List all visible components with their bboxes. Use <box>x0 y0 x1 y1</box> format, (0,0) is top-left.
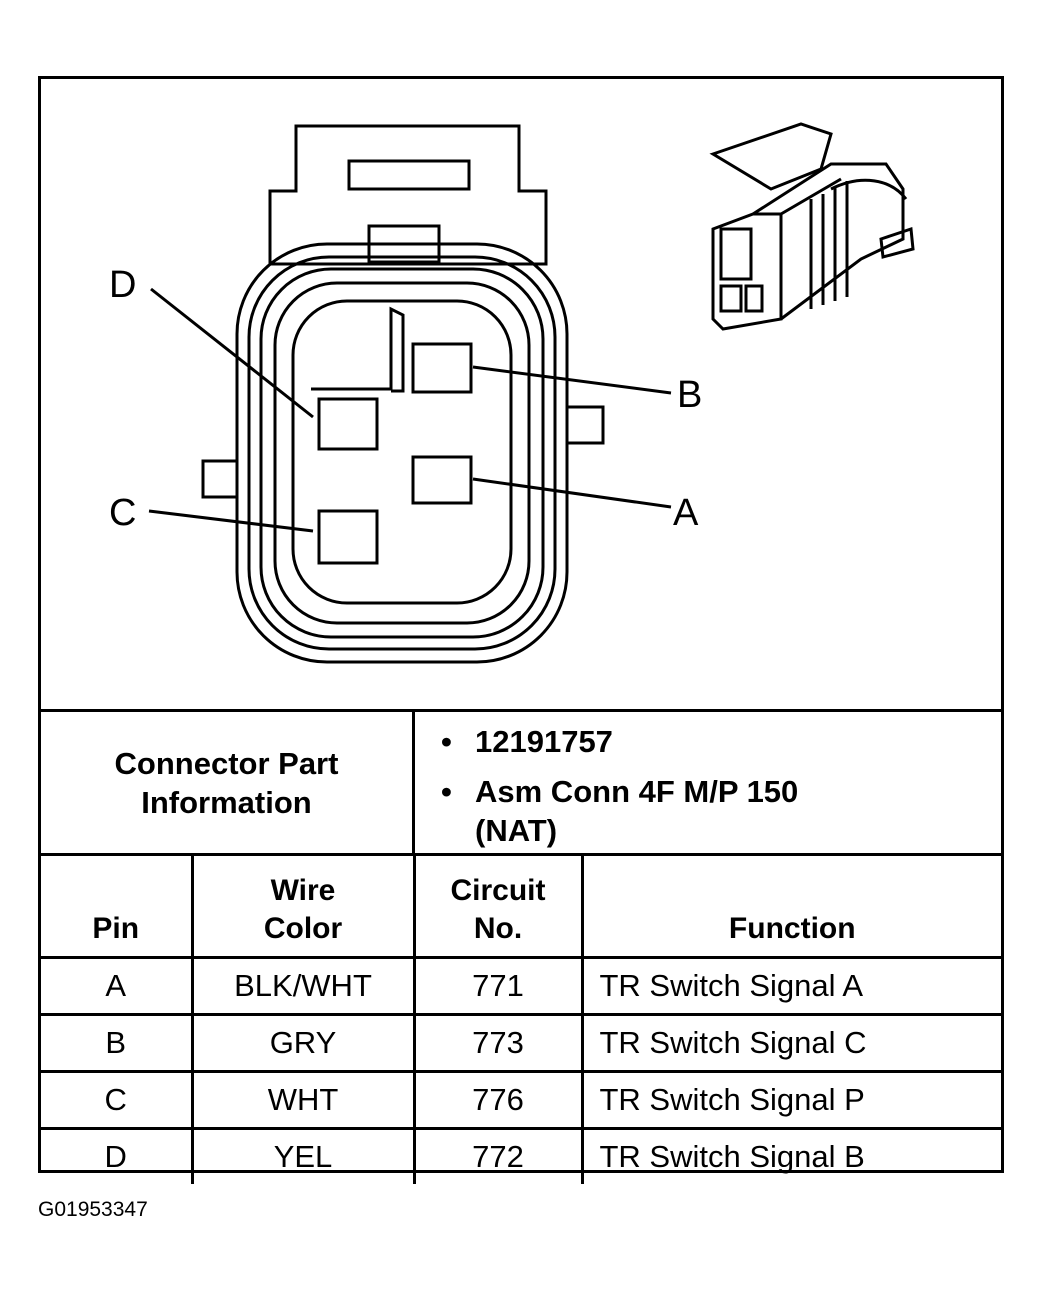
part-info-label-line1: Connector Part <box>114 745 339 781</box>
cell-pin: B <box>41 1013 194 1073</box>
table-row: B GRY 773 TR Switch Signal C <box>41 1013 1001 1073</box>
cell-function: TR Switch Signal C <box>580 1013 1001 1073</box>
table-row: A BLK/WHT 771 TR Switch Signal A <box>41 956 1001 1016</box>
side-tab-left <box>201 459 239 499</box>
header-pin: Pin <box>41 856 194 959</box>
connector-face-drawing: D B A C <box>109 122 915 664</box>
table-row: D YEL 772 TR Switch Signal B <box>41 1127 1001 1184</box>
cell-pin: D <box>41 1127 194 1184</box>
side-tab-right <box>565 405 605 445</box>
part-description-item: • Asm Conn 4F M/P 150 (NAT) <box>441 772 1001 850</box>
part-number-item: • 12191757 <box>441 722 1001 761</box>
part-number: 12191757 <box>475 724 613 759</box>
polarization-key <box>311 306 405 393</box>
cell-wire-color: BLK/WHT <box>190 956 416 1016</box>
cell-function: TR Switch Signal B <box>580 1127 1001 1184</box>
cell-circuit: 772 <box>412 1127 584 1184</box>
pin-label-b: B <box>677 374 702 416</box>
part-description-line1: Asm Conn 4F M/P 150 <box>475 774 799 809</box>
cell-wire-color: WHT <box>190 1070 416 1130</box>
cell-pin: C <box>41 1070 194 1130</box>
connector-iso-view <box>709 122 915 331</box>
cell-wire-color: YEL <box>190 1127 416 1184</box>
cell-wire-color: GRY <box>190 1013 416 1073</box>
part-info-label-line2: Information <box>141 784 312 820</box>
cell-circuit: 776 <box>412 1070 584 1130</box>
terminal-b <box>411 342 473 394</box>
cell-circuit: 773 <box>412 1013 584 1073</box>
table-row: C WHT 776 TR Switch Signal P <box>41 1070 1001 1130</box>
leader-a <box>472 477 672 509</box>
leader-d <box>150 287 314 419</box>
cell-function: TR Switch Signal P <box>580 1070 1001 1130</box>
part-info-section: Connector Part Information • 12191757 • … <box>41 709 1001 856</box>
cell-function: TR Switch Signal A <box>580 956 1001 1016</box>
latch-slot <box>347 159 471 191</box>
diagram-frame: D B A C Connector Part Information <box>38 76 1004 1184</box>
bullet-icon: • <box>441 774 452 809</box>
terminal-d <box>317 397 379 451</box>
connector-latch <box>268 124 548 266</box>
bullet-icon: • <box>441 724 452 759</box>
cell-pin: A <box>41 956 194 1016</box>
figure-id: G01953347 <box>38 1198 148 1221</box>
pin-label-a: A <box>673 492 699 534</box>
pin-label-c: C <box>109 492 136 534</box>
leader-b <box>472 365 672 395</box>
cell-circuit: 771 <box>412 956 584 1016</box>
part-info-label: Connector Part Information <box>41 712 415 853</box>
connector-cavity <box>291 299 513 605</box>
terminal-a <box>411 455 473 505</box>
header-function: Function <box>580 856 1001 959</box>
connector-shell <box>235 242 569 664</box>
pin-label-d: D <box>109 264 136 306</box>
part-description-line2: (NAT) <box>475 813 558 848</box>
leader-c <box>148 509 314 533</box>
part-info-values: • 12191757 • Asm Conn 4F M/P 150 (NAT) <box>415 712 1001 853</box>
terminal-c <box>317 509 379 565</box>
